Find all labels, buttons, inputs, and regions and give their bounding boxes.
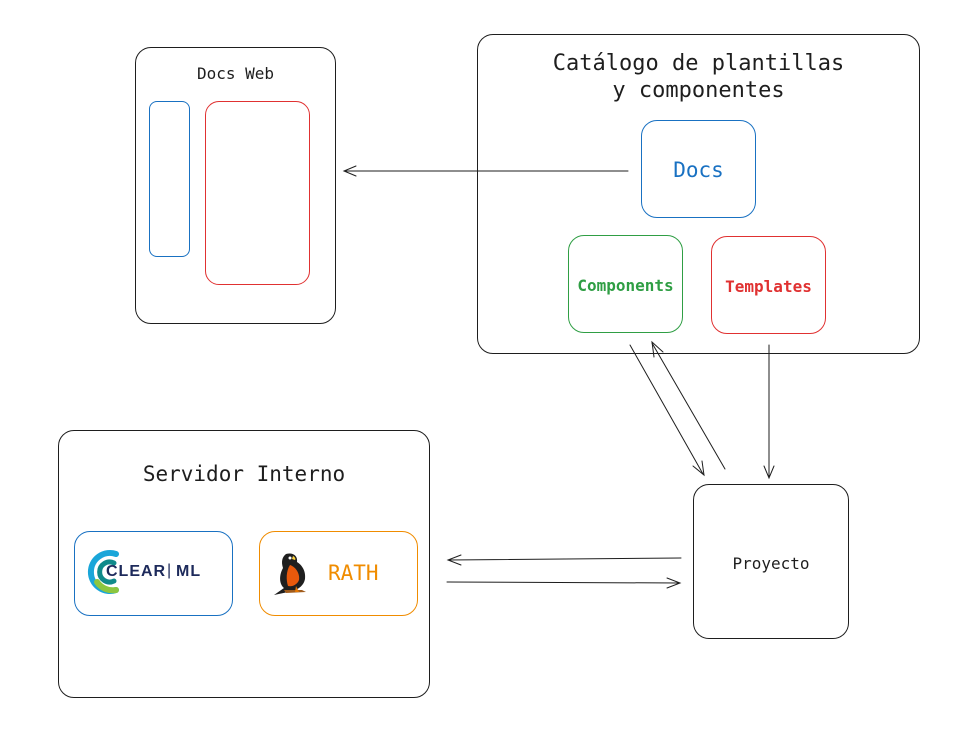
docs-node bbox=[641, 120, 756, 218]
arrow-proyecto-to-servidor bbox=[446, 554, 682, 566]
servidor-title: Servidor Interno bbox=[142, 462, 346, 486]
arrow-components-to-proyecto bbox=[629, 344, 705, 477]
servidor-panel bbox=[58, 430, 430, 698]
clearml-brand-separator: | bbox=[167, 562, 172, 579]
arrow-servidor-to-proyecto bbox=[446, 577, 682, 589]
proyecto-label: Proyecto bbox=[732, 554, 810, 573]
arrow-proyecto-to-components bbox=[651, 340, 726, 470]
docs-web-panel bbox=[135, 47, 336, 324]
clearml-brand-right: ML bbox=[176, 563, 202, 580]
clearml-brand-left: CLEAR bbox=[106, 563, 167, 580]
proyecto-node bbox=[693, 484, 849, 639]
catalog-panel bbox=[477, 34, 920, 354]
docs-web-content-placeholder bbox=[205, 101, 310, 285]
bird-logo-icon bbox=[274, 553, 306, 595]
catalog-title-line2: y componentes bbox=[612, 78, 785, 103]
rath-label: RATH bbox=[328, 561, 379, 585]
clearml-node bbox=[74, 531, 233, 616]
components-node bbox=[568, 235, 683, 333]
docs-node-label: Docs bbox=[673, 158, 724, 182]
templates-node bbox=[711, 236, 826, 334]
clearml-logo-mark-icon bbox=[87, 550, 119, 594]
components-node-label: Components bbox=[577, 276, 674, 295]
docs-web-sidebar-placeholder bbox=[149, 101, 190, 257]
clearml-logo: CLEAR | ML bbox=[86, 548, 226, 596]
catalog-title-line1: Catálogo de plantillas bbox=[552, 51, 845, 76]
docs-web-title: Docs Web bbox=[196, 64, 275, 83]
arrow-docs-to-docs-web bbox=[342, 165, 629, 177]
rath-node bbox=[259, 531, 418, 616]
arrow-templates-to-proyecto bbox=[763, 344, 775, 480]
templates-node-label: Templates bbox=[725, 277, 812, 296]
